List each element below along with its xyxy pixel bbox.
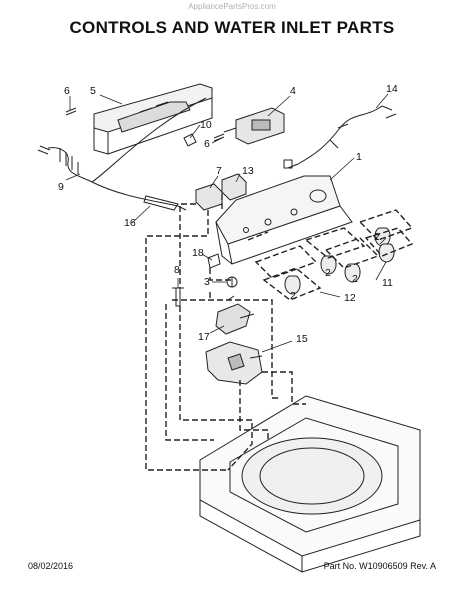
callout-16: 16	[124, 217, 136, 229]
clip-10	[183, 133, 197, 147]
water-valve	[215, 295, 255, 335]
inlet-hose-assembly	[205, 341, 263, 385]
switch-7	[195, 183, 223, 211]
callout-6a: 6	[64, 85, 70, 97]
page-title: CONTROLS AND WATER INLET PARTS	[69, 18, 395, 37]
callout-17: 17	[198, 331, 210, 343]
callout-13: 13	[242, 165, 254, 177]
switch-13	[221, 173, 247, 201]
callout-6b: 6	[204, 138, 210, 150]
callout-14: 14	[386, 83, 398, 95]
footer-part-number: Part No. W10906509 Rev. A	[323, 561, 436, 571]
wire-harness	[283, 105, 397, 169]
callout-2b: 2	[325, 267, 331, 279]
callout-2d: 2	[290, 290, 296, 302]
knob-2-a	[284, 275, 301, 295]
callout-5: 5	[90, 85, 96, 97]
callout-12: 12	[344, 292, 356, 304]
watermark: AppliancePartsPros.com	[188, 2, 276, 11]
callout-7: 7	[216, 165, 222, 177]
screw-6-lower	[213, 133, 225, 142]
knob-3	[226, 276, 238, 288]
callout-2a: 2	[374, 231, 380, 243]
callout-2c: 2	[352, 273, 358, 285]
callout-4: 4	[290, 85, 296, 97]
screw-6-upper	[65, 107, 77, 116]
callout-10: 10	[200, 119, 212, 131]
screw-8	[172, 287, 184, 307]
clip-18	[207, 253, 221, 269]
callout-9: 9	[58, 181, 64, 193]
control-board	[223, 107, 285, 145]
cabinet-top	[199, 395, 421, 573]
callout-15: 15	[296, 333, 308, 345]
knob-11	[378, 243, 395, 263]
callout-11: 11	[382, 277, 393, 289]
console	[215, 175, 353, 265]
callout-18: 18	[192, 247, 204, 259]
bracket-16	[143, 195, 179, 211]
callout-3: 3	[204, 276, 210, 288]
console-back-panel	[93, 83, 213, 155]
callout-1: 1	[356, 151, 362, 163]
callout-8: 8	[174, 264, 180, 276]
footer-date: 08/02/2016	[28, 561, 74, 571]
